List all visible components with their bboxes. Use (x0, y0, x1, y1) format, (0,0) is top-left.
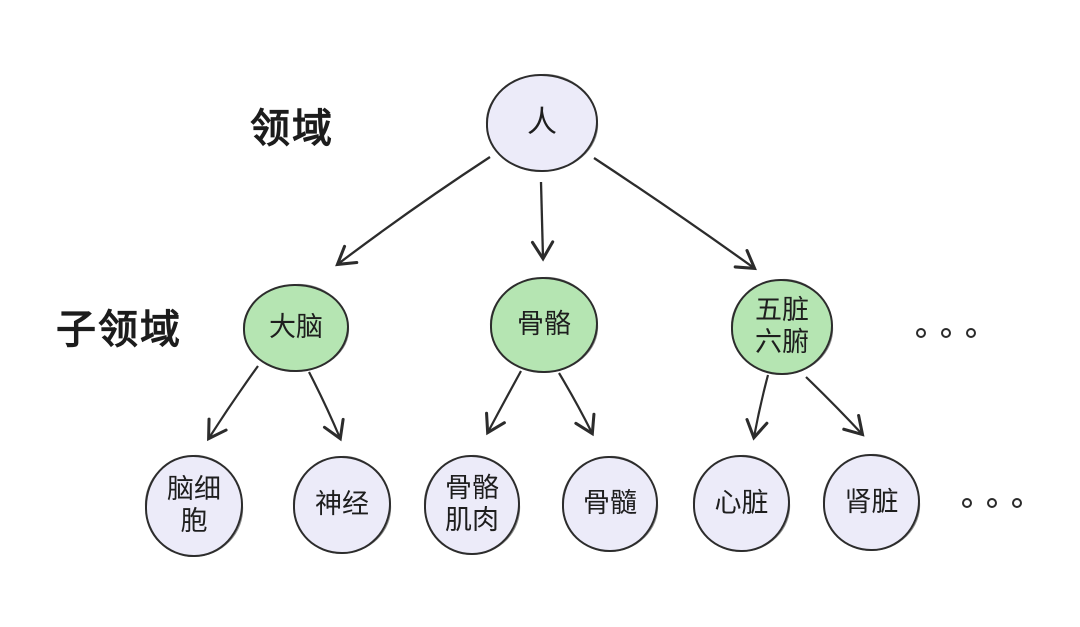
node-brain-cells-label: 脑细 胞 (167, 474, 221, 536)
arrow-brain-to-braincells (207, 365, 259, 442)
node-person-label: 人 (527, 106, 557, 140)
row-label-subdomain: 子领域 (56, 308, 182, 352)
arrow-root-to-brain (335, 156, 491, 267)
node-viscera: 五脏 六腑 (731, 279, 833, 375)
arrow-brain-to-nerves (308, 371, 345, 442)
dot-icon (987, 498, 997, 508)
node-heart-label: 心脏 (714, 487, 769, 518)
dot-icon (1012, 498, 1022, 508)
arrow-viscera-to-heart (745, 374, 770, 441)
node-skeletal-muscle: 骨骼 肌肉 (424, 455, 520, 555)
node-brain-label: 大脑 (269, 312, 323, 343)
row-label-domain: 领域 (250, 107, 334, 151)
arrow-skeleton-to-muscle (485, 370, 522, 436)
node-skeletal-muscle-label: 骨骼 肌肉 (445, 473, 499, 535)
arrow-skeleton-to-marrow (558, 372, 596, 437)
node-skeleton: 骨骼 (490, 277, 598, 373)
node-person: 人 (486, 74, 598, 172)
arrow-root-to-skeleton (530, 181, 555, 262)
dot-icon (916, 328, 926, 338)
node-skeleton-label: 骨骼 (517, 309, 571, 340)
arrow-root-to-viscera (593, 157, 757, 271)
dot-icon (941, 328, 951, 338)
dot-icon (962, 498, 972, 508)
node-nerves: 神经 (293, 456, 391, 554)
node-viscera-label: 五脏 六腑 (755, 295, 809, 357)
node-kidney-label: 肾脏 (844, 486, 899, 517)
arrow-viscera-to-kidney (805, 376, 865, 437)
ellipsis-dots-leaf-row (962, 498, 1022, 508)
node-heart: 心脏 (693, 455, 790, 552)
node-bone-marrow-label: 骨髓 (583, 488, 637, 519)
node-bone-marrow: 骨髓 (562, 456, 658, 552)
node-brain-cells: 脑细 胞 (145, 455, 243, 557)
node-nerves-label: 神经 (315, 489, 369, 520)
node-kidney: 肾脏 (823, 454, 920, 551)
node-brain: 大脑 (243, 284, 349, 372)
ellipsis-dots-subdomain-row (916, 328, 976, 338)
dot-icon (966, 328, 976, 338)
